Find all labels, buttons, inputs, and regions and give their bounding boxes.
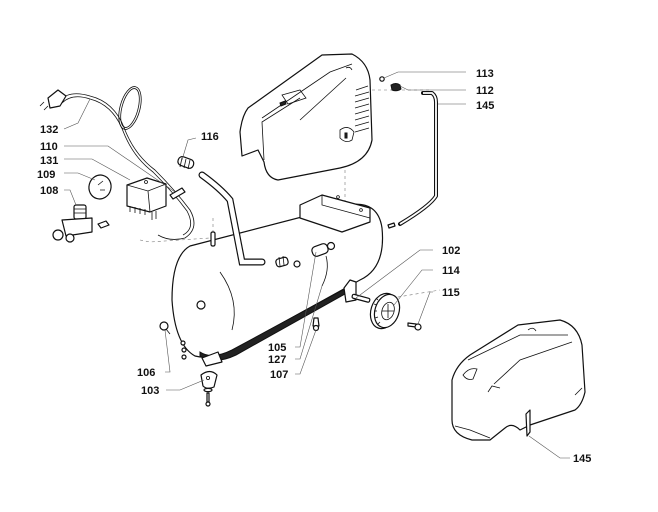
part-108-regulator: [52, 204, 93, 243]
part-132-power-cord: [39, 86, 195, 240]
label-108: 108: [40, 185, 58, 197]
top-cover: [239, 53, 373, 181]
label-127: 127: [268, 354, 286, 366]
part-102-axle: [343, 279, 371, 303]
part-112-knob: [390, 83, 402, 92]
part-127-pipe: [321, 255, 328, 287]
label-113: 113: [476, 68, 494, 80]
part-103-rubber-foot: [200, 370, 218, 407]
part-109-pressure-gauge: [88, 174, 112, 200]
label-106: 106: [137, 367, 155, 379]
part-145-handle-rod: [398, 91, 438, 226]
motor-cover: [451, 319, 586, 441]
cover-vents: [354, 85, 370, 133]
label-114: 114: [442, 265, 461, 277]
part-116-spring-fitting: [177, 156, 195, 170]
part-114-wheel: [369, 292, 401, 330]
part-106-bolt: [159, 321, 187, 360]
part-113-nut: [379, 76, 385, 82]
label-112: 112: [476, 85, 494, 97]
label-131: 131: [40, 155, 58, 167]
label-145-rod: 145: [476, 100, 494, 112]
part-131-pressure-switch: [126, 177, 167, 220]
leader-lines: [63, 71, 570, 459]
tank-bracket: [299, 194, 371, 233]
tank-fittings: [275, 255, 301, 268]
label-132: 132: [40, 124, 58, 136]
part-145-cover-latch: [525, 409, 531, 437]
part-110-connector: [169, 187, 186, 200]
part-107-drain-valve: [312, 317, 320, 332]
tank-handle-tube: [198, 171, 266, 266]
label-109: 109: [37, 169, 55, 181]
label-115: 115: [442, 287, 460, 299]
label-107: 107: [270, 369, 288, 381]
label-145-latch: 145: [573, 453, 591, 465]
label-102: 102: [442, 245, 460, 257]
label-105: 105: [268, 342, 286, 354]
label-103: 103: [141, 385, 159, 397]
part-115-bolt: [407, 322, 422, 331]
label-110: 110: [40, 141, 58, 153]
label-116: 116: [201, 131, 219, 143]
